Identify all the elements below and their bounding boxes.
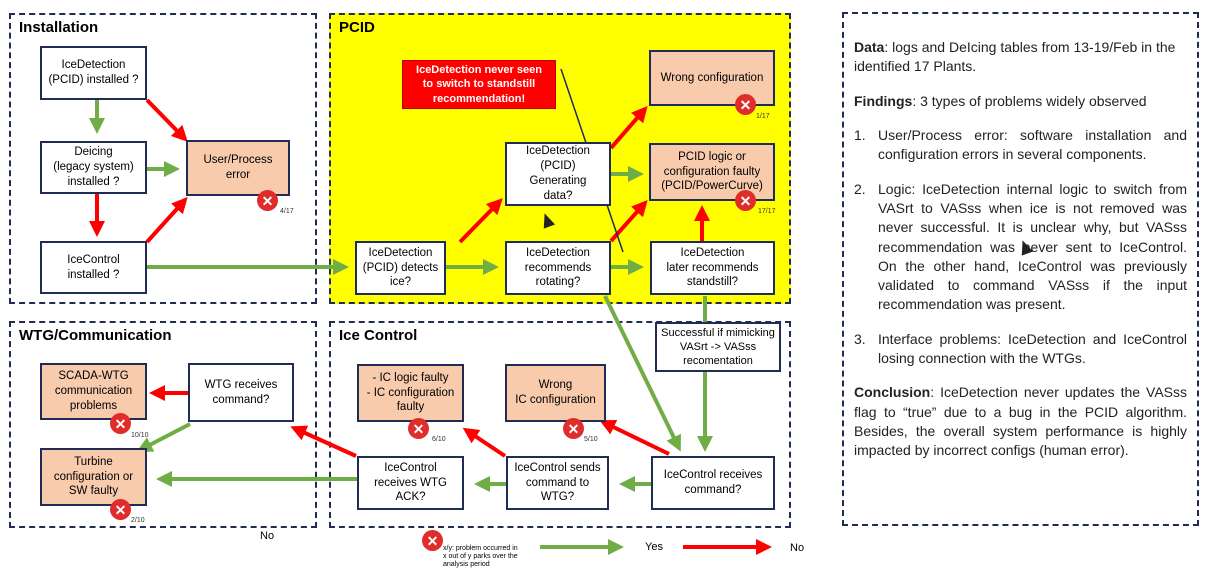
deicing-installed-box: Deicing (legacy system) installed ? [40, 141, 147, 194]
error-x-icon: ✕ [735, 190, 756, 211]
list-number: 3. [854, 330, 866, 347]
ratio-label: 1/17 [756, 113, 770, 120]
installation-panel: Installation [9, 13, 317, 304]
list-text: Interface problems: IceDetection and Ice… [878, 330, 1187, 367]
pcid-detects-ice-box: IceDetection (PCID) detects ice? [355, 241, 446, 295]
pcid-title: PCID [339, 19, 375, 36]
wtg-communication-panel: WTG/Communication [9, 321, 317, 528]
alert-never-seen-box: IceDetection never seen to switch to sta… [402, 60, 556, 109]
successful-note-box: Successful if mimicking VASrt -> VASss r… [655, 322, 781, 372]
error-x-icon: ✕ [110, 413, 131, 434]
error-x-icon: ✕ [408, 418, 429, 439]
conclusion-paragraph: Conclusion: IceDetection never updates t… [854, 383, 1187, 460]
findings-panel: Data: logs and DeIcing tables from 13-19… [842, 12, 1199, 526]
data-label: Data [854, 39, 885, 55]
list-text: Logic: IceDetection internal logic to sw… [878, 180, 1187, 313]
installation-title: Installation [19, 19, 99, 36]
list-item: 3. Interface problems: IceDetection and I… [854, 330, 1187, 369]
conclusion-label: Conclusion [854, 384, 931, 401]
icecontrol-title: Ice Control [339, 327, 418, 344]
findings-label: Findings [854, 92, 913, 109]
turbine-config-box: Turbine configuration or SW faulty [40, 448, 147, 506]
conclusion-text: : IceDetection never updates the VASss f… [854, 384, 1187, 459]
error-x-icon: ✕ [110, 499, 131, 520]
wrong-configuration-box: Wrong configuration [649, 50, 775, 106]
list-text: User/Process error: software installatio… [878, 126, 1187, 163]
ice-detection-installed-box: IceDetection (PCID) installed ? [40, 46, 147, 100]
findings-paragraph: Findings: 3 types of problems widely obs… [854, 92, 1187, 111]
ratio-label: 4/17 [280, 208, 294, 215]
pcid-generating-box: IceDetection (PCID) Generating data? [505, 142, 611, 206]
ic-logic-faulty-box: - IC logic faulty - IC configuration fau… [357, 364, 464, 422]
ratio-label: 6/10 [432, 436, 446, 443]
legend-yes-label: Yes [645, 541, 663, 553]
no-label: No [260, 530, 275, 542]
legend-no-label: No [790, 542, 805, 554]
wtg-title: WTG/Communication [19, 327, 172, 344]
findings-text: : 3 types of problems widely observed [912, 92, 1147, 109]
list-number: 1. [854, 126, 866, 143]
data-paragraph: Data: logs and DeIcing tables from 13-19… [854, 38, 1187, 77]
ratio-label: 10/10 [131, 432, 149, 439]
error-x-icon: ✕ [735, 94, 756, 115]
icecontrol-installed-box: IceControl installed ? [40, 241, 147, 294]
list-number: 2. [854, 180, 866, 197]
list-item: 1. User/Process error: software installat… [854, 126, 1187, 165]
scada-wtg-box: SCADA-WTG communication problems [40, 363, 147, 420]
recommends-rotating-box: IceDetection recommends rotating? [505, 241, 611, 295]
icecontrol-sends-box: IceControl sends command to WTG? [506, 456, 609, 510]
icecontrol-receives-cmd-box: IceControl receives command? [651, 456, 775, 510]
ratio-label: 2/10 [131, 517, 145, 524]
findings-list: 1. User/Process error: software installat… [854, 126, 1187, 368]
wtg-receives-box: WTG receives command? [188, 363, 294, 422]
data-text: : logs and DeIcing tables from 13-19/Feb… [854, 39, 1176, 75]
ice-control-panel: Ice Control [329, 321, 791, 528]
legend-description: x/y: problem occurred in x out of y park… [443, 545, 518, 569]
error-x-icon: ✕ [563, 418, 584, 439]
user-process-error-box: User/Process error [186, 140, 290, 196]
legend-x-icon: ✕ [422, 530, 443, 551]
ratio-label: 5/10 [584, 436, 598, 443]
list-item: 2. Logic: IceDetection internal logic to … [854, 180, 1187, 315]
error-x-icon: ✕ [257, 190, 278, 211]
wrong-ic-config-box: Wrong IC configuration [505, 364, 606, 422]
later-standstill-box: IceDetection later recommends standstill… [650, 241, 775, 295]
icecontrol-receives-ack-box: IceControl receives WTG ACK? [357, 456, 464, 510]
ratio-label: 17/17 [758, 208, 776, 215]
pcid-logic-faulty-box: PCID logic or configuration faulty (PCID… [649, 143, 775, 201]
